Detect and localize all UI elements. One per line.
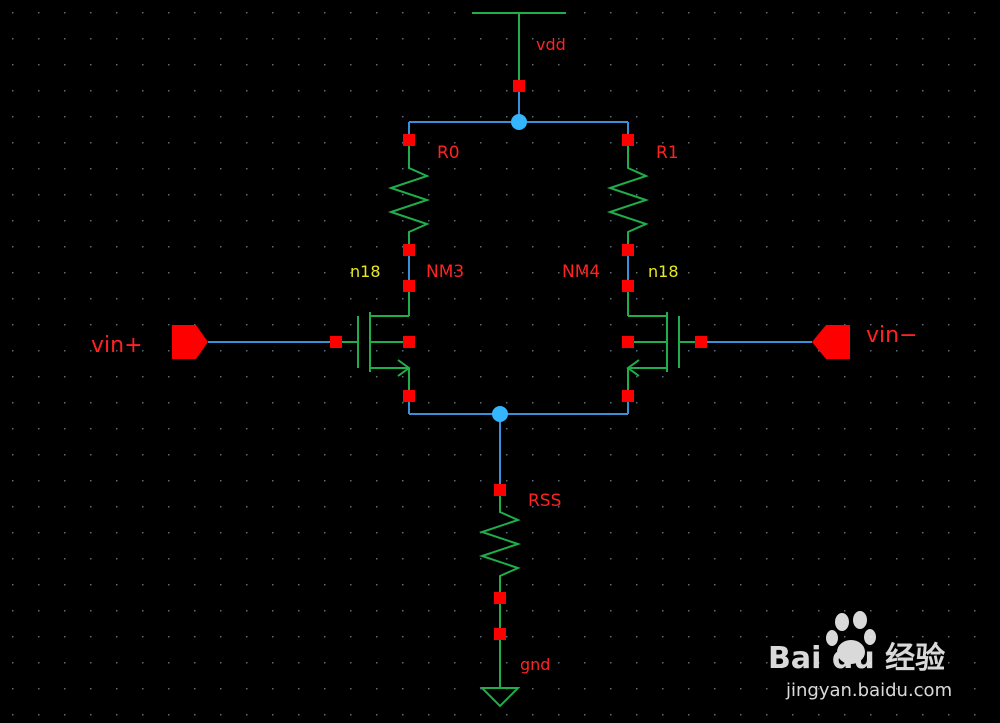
nm3-name-label: NM3	[426, 262, 464, 282]
pin-r0-top	[403, 134, 415, 146]
pin-r1-bottom	[622, 244, 634, 256]
watermark-url: jingyan.baidu.com	[785, 680, 952, 701]
pin-nm3-bulk	[403, 336, 415, 348]
pin-nm4-gate	[695, 336, 707, 348]
watermark-brand: Bai du 经验	[768, 641, 945, 676]
port-vin-plus[interactable]	[172, 325, 208, 359]
pin-vdd	[513, 80, 525, 92]
vdd-symbol[interactable]	[472, 12, 566, 86]
pin-nm4-drain	[622, 280, 634, 292]
pin-r1-top	[622, 134, 634, 146]
ground-symbol[interactable]	[479, 634, 521, 708]
r0-label: R0	[437, 143, 460, 163]
pins	[330, 80, 707, 640]
junction-top	[511, 114, 527, 130]
nm4-name-label: NM4	[562, 262, 600, 282]
pin-nm4-bulk	[622, 336, 634, 348]
resistor-r0[interactable]	[387, 140, 431, 250]
pin-nm3-drain	[403, 280, 415, 292]
nm4-model-label: n18	[648, 262, 679, 281]
pin-nm3-gate	[330, 336, 342, 348]
port-vin-minus[interactable]	[812, 325, 850, 359]
junction-tail	[492, 406, 508, 422]
vin-plus-label: vin+	[91, 333, 143, 358]
pin-rss-top	[494, 484, 506, 496]
resistor-r1[interactable]	[606, 140, 650, 250]
vin-minus-label: vin−	[866, 323, 918, 348]
gnd-label: gnd	[520, 655, 550, 674]
paw-icon	[826, 611, 876, 664]
nm3-model-label: n18	[350, 262, 381, 281]
pin-rss-bottom	[494, 592, 506, 604]
pin-nm3-source	[403, 390, 415, 402]
pin-nm4-source	[622, 390, 634, 402]
r1-label: R1	[656, 143, 679, 163]
baidu-watermark: Bai du 经验 jingyan.baidu.com	[768, 611, 952, 701]
pin-r0-bottom	[403, 244, 415, 256]
rss-label: RSS	[528, 491, 561, 511]
vdd-label: vdd	[536, 35, 566, 54]
pin-gnd	[494, 628, 506, 640]
transistor-nm4[interactable]	[626, 286, 701, 396]
